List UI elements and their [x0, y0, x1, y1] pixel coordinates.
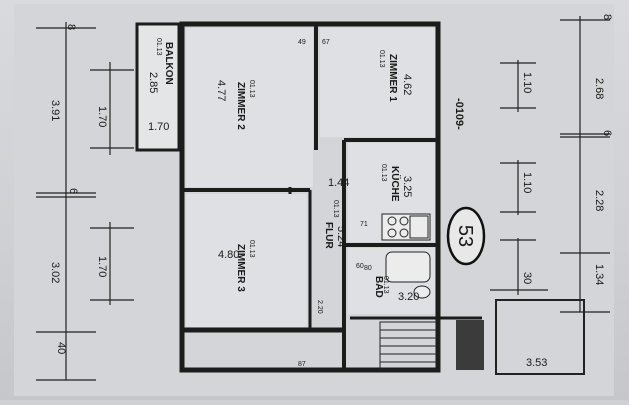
right-inner-bottom-dim: 30 — [521, 272, 533, 284]
room-code-flur: 01.13 — [332, 200, 339, 218]
left-outer-top-dim: 3.91 — [49, 100, 61, 121]
left-outer-bottom-dim: 3.02 — [49, 262, 61, 283]
room-code-bad: 01.13 — [382, 276, 389, 294]
zimmer-3-area — [186, 194, 307, 327]
right-bottom-mark: 3.53 — [526, 357, 547, 369]
balkon-width: 1.70 — [148, 121, 169, 133]
room-name-zimmer-1: ZIMMER 1 — [387, 54, 398, 102]
room-code-balkon: 01.13 — [155, 38, 162, 56]
left-dimension-chain — [36, 22, 134, 381]
apartment-badge — [446, 206, 486, 266]
room-area-zimmer-3: 4.80 — [218, 249, 239, 261]
walls — [179, 21, 482, 373]
neighbour-room — [495, 299, 585, 375]
room-name-bad: BAD — [373, 276, 384, 298]
bad-note: 80 — [364, 265, 372, 272]
right-inner-mid-dim: 1.10 — [521, 172, 533, 193]
left-mid-mark: 6 — [67, 188, 79, 194]
right-top-mark: 8 — [601, 14, 613, 20]
room-code-zimmer-1: 01.13 — [378, 50, 385, 68]
room-code-zimmer-3: 01.13 — [248, 240, 255, 258]
room1-small-dim: 67 — [322, 39, 330, 46]
left-inner-top-dim: 1.70 — [96, 106, 108, 127]
zimmer-1-area — [320, 28, 435, 137]
left-outer-last-dim: 40 — [55, 342, 67, 354]
kitchen-small-dim: 71 — [360, 221, 368, 228]
right-outer-top-dim: 2.68 — [593, 78, 605, 99]
room-area-balkon: 2.85 — [147, 72, 159, 93]
room-area-zimmer-1: 4.62 — [401, 74, 413, 95]
room2-small-dim: 49 — [298, 39, 306, 46]
shaft — [456, 320, 484, 370]
hall-size: 1.44 — [328, 177, 349, 189]
room-name-kueche: KÜCHE — [389, 166, 402, 202]
left-inner-bottom-dim: 1.70 — [96, 256, 108, 277]
zimmer-2-area — [186, 28, 313, 187]
right-dimension-chain — [490, 16, 610, 313]
staircase — [379, 321, 441, 371]
room-name-balkon: BALKON — [163, 42, 174, 85]
right-outer-mid-dim: 2.28 — [593, 190, 605, 211]
wall-note: 2.20 — [316, 300, 323, 314]
fixtures — [381, 213, 431, 299]
room-name-zimmer-3: ZIMMER 3 — [235, 244, 246, 292]
level-label: -0109- — [453, 98, 465, 130]
right-mid-mark: 6 — [601, 130, 613, 136]
bath-small-dim: 60 — [356, 263, 364, 270]
room-area-kueche: 3.25 — [401, 176, 413, 197]
room-area-bad: 3.20 — [398, 291, 419, 303]
room-code-zimmer-2: 01.13 — [248, 80, 255, 98]
room-name-flur: FLUR — [323, 222, 334, 249]
right-outer-bottom-dim: 1.34 — [593, 264, 605, 285]
stair-small-dim: 87 — [298, 361, 306, 368]
room-code-kueche: 01.13 — [380, 164, 387, 182]
left-top-mark: 8 — [65, 24, 77, 30]
apartment-number: 53 — [454, 225, 476, 247]
room-area-zimmer-2: 4.77 — [215, 80, 227, 101]
balkon-area — [135, 22, 181, 152]
room-name-zimmer-2: ZIMMER 2 — [235, 82, 246, 130]
right-inner-top-dim: 1.10 — [521, 72, 533, 93]
room-area-flur: 5.24 — [335, 226, 347, 247]
